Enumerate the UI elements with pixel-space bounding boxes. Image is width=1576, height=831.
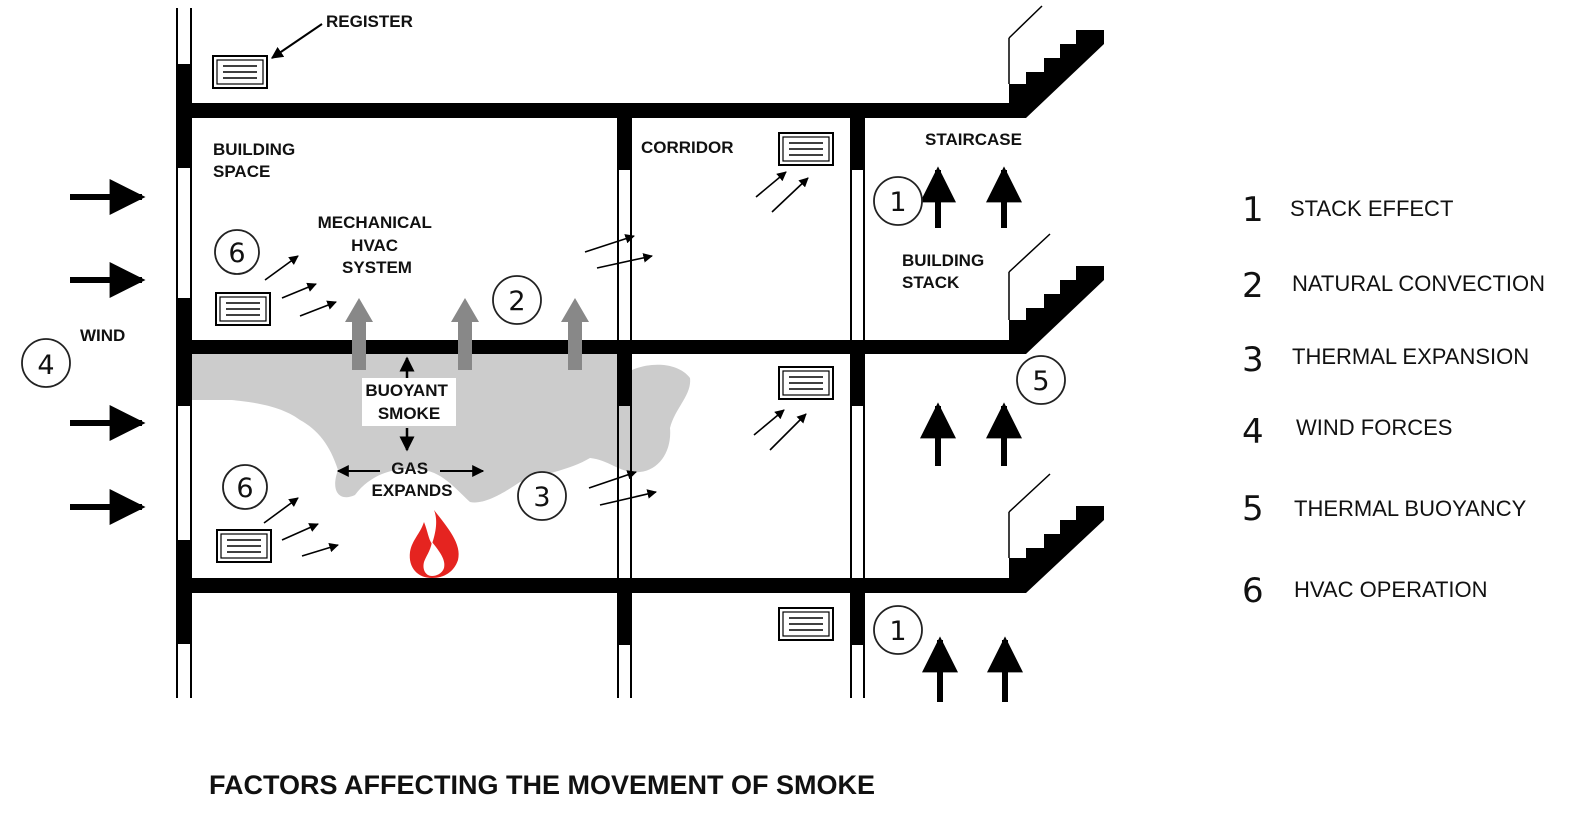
svg-text:4: 4 bbox=[1242, 412, 1264, 452]
register-vent-upper-space bbox=[215, 292, 271, 326]
gas-expands-label: GAS EXPANDS bbox=[372, 459, 453, 500]
smoke-cloud bbox=[192, 352, 691, 503]
svg-text:3: 3 bbox=[533, 482, 550, 513]
svg-text:NATURAL CONVECTION: NATURAL CONVECTION bbox=[1292, 271, 1545, 296]
register-label: REGISTER bbox=[326, 12, 413, 31]
legend: 1 STACK EFFECT 2 NATURAL CONVECTION 3 TH… bbox=[1242, 190, 1545, 611]
legend-item: 6 HVAC OPERATION bbox=[1242, 571, 1488, 611]
legend-item: 5 THERMAL BUOYANCY bbox=[1242, 489, 1527, 529]
natural-convection-arrows bbox=[345, 298, 589, 370]
svg-text:1: 1 bbox=[889, 616, 906, 647]
svg-text:WIND FORCES: WIND FORCES bbox=[1296, 415, 1452, 440]
svg-text:1: 1 bbox=[1242, 190, 1264, 230]
register-vent-corridor-lower bbox=[778, 607, 834, 641]
stairs-top bbox=[1008, 5, 1104, 118]
wind-arrows bbox=[70, 179, 146, 525]
marker-hvac-lower: 6 bbox=[222, 464, 268, 510]
legend-item: 3 THERMAL EXPANSION bbox=[1242, 340, 1529, 380]
register-pointer-arrow bbox=[271, 23, 323, 59]
stairs-middle bbox=[1008, 233, 1104, 354]
svg-text:1: 1 bbox=[889, 187, 906, 218]
building-space-label: BUILDING SPACE bbox=[213, 140, 300, 181]
hvac-flow-arrows-upper bbox=[264, 255, 337, 317]
register-vent-corridor-upper bbox=[778, 132, 834, 166]
svg-text:5: 5 bbox=[1242, 489, 1264, 529]
corridor-vent-arrows bbox=[753, 171, 809, 451]
svg-text:2: 2 bbox=[1242, 266, 1264, 306]
diagram-caption: FACTORS AFFECTING THE MOVEMENT OF SMOKE bbox=[209, 770, 875, 800]
floor-slabs bbox=[177, 103, 1009, 593]
svg-text:6: 6 bbox=[228, 238, 245, 269]
corridor-wall bbox=[617, 118, 632, 698]
legend-item: 1 STACK EFFECT bbox=[1242, 190, 1453, 230]
marker-hvac-upper: 6 bbox=[214, 229, 260, 275]
svg-text:5: 5 bbox=[1032, 366, 1049, 397]
building-stack-label: BUILDING STACK bbox=[902, 251, 989, 292]
marker-convection: 2 bbox=[492, 275, 542, 325]
register-vent-lower-space bbox=[216, 529, 272, 563]
buoyant-smoke-label: BUOYANT SMOKE bbox=[365, 381, 452, 423]
svg-text:3: 3 bbox=[1242, 340, 1264, 380]
marker-expansion: 3 bbox=[517, 471, 567, 521]
legend-item: 4 WIND FORCES bbox=[1242, 412, 1452, 452]
register-vent-top bbox=[212, 55, 268, 89]
svg-text:6: 6 bbox=[1242, 571, 1264, 611]
svg-text:THERMAL BUOYANCY: THERMAL BUOYANCY bbox=[1294, 496, 1527, 521]
staircase-label: STAIRCASE bbox=[925, 130, 1022, 149]
svg-text:THERMAL EXPANSION: THERMAL EXPANSION bbox=[1292, 344, 1529, 369]
hvac-flow-arrows-lower bbox=[263, 497, 339, 557]
corridor-label: CORRIDOR bbox=[641, 138, 734, 157]
marker-stack-top: 1 bbox=[873, 176, 923, 226]
marker-stack-bottom: 1 bbox=[873, 605, 923, 655]
thermal-expansion-arrows bbox=[584, 234, 657, 506]
fire-icon bbox=[409, 510, 459, 578]
svg-text:HVAC OPERATION: HVAC OPERATION bbox=[1294, 577, 1488, 602]
marker-wind: 4 bbox=[21, 338, 71, 388]
svg-text:STACK EFFECT: STACK EFFECT bbox=[1290, 196, 1453, 221]
svg-text:2: 2 bbox=[508, 286, 525, 317]
stairs-bottom bbox=[1008, 473, 1104, 593]
svg-text:6: 6 bbox=[236, 473, 253, 504]
register-vent-corridor-middle bbox=[778, 366, 834, 400]
staircase-wall bbox=[850, 118, 865, 698]
marker-buoyancy: 5 bbox=[1016, 355, 1066, 405]
legend-item: 2 NATURAL CONVECTION bbox=[1242, 266, 1545, 306]
wind-label: WIND bbox=[80, 326, 125, 345]
svg-text:4: 4 bbox=[37, 350, 54, 381]
mechanical-hvac-label: MECHANICAL HVAC SYSTEM bbox=[318, 213, 437, 277]
stack-effect-arrows bbox=[920, 166, 1023, 702]
